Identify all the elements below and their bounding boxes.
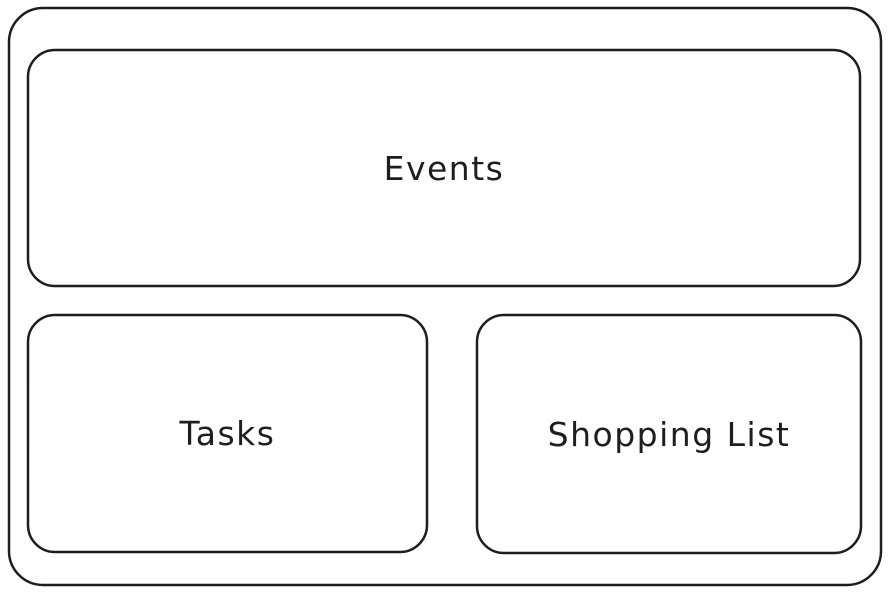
tasks-box-outline <box>26 313 429 554</box>
events-box-outline <box>26 48 862 288</box>
shopping-list-box-outline <box>475 313 863 555</box>
outer-frame-outline <box>7 6 883 587</box>
